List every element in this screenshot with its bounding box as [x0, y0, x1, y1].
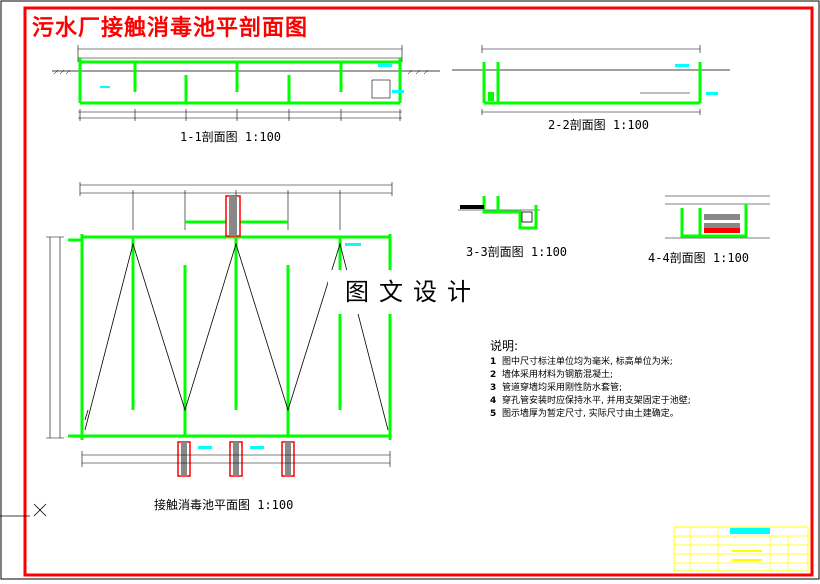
notes-heading: 说明: — [490, 339, 519, 353]
section-2-2-drawing — [452, 45, 730, 115]
plan-view-drawing — [46, 182, 393, 477]
sheet-red-border — [23, 6, 814, 577]
caption-section-1-1: 1-1剖面图 1:100 — [180, 130, 282, 144]
section-1-1-drawing — [52, 45, 440, 121]
section-3-3-drawing — [458, 196, 540, 230]
cad-cursor-crosshair — [0, 503, 47, 517]
title-block — [673, 526, 809, 572]
watermark-text: 图文设计 — [328, 270, 498, 314]
caption-section-3-3: 3-3剖面图 1:100 — [466, 245, 568, 259]
inlet-pipe — [225, 195, 241, 237]
page-title: 污水厂接触消毒池平剖面图 — [32, 15, 309, 41]
caption-section-2-2: 2-2剖面图 1:100 — [548, 118, 650, 132]
outlet-pipes — [177, 441, 295, 477]
caption-section-4-4: 4-4剖面图 1:100 — [648, 251, 750, 265]
caption-plan-view: 接触消毒池平面图 1:100 — [154, 498, 294, 512]
section-4-4-drawing — [665, 195, 770, 239]
